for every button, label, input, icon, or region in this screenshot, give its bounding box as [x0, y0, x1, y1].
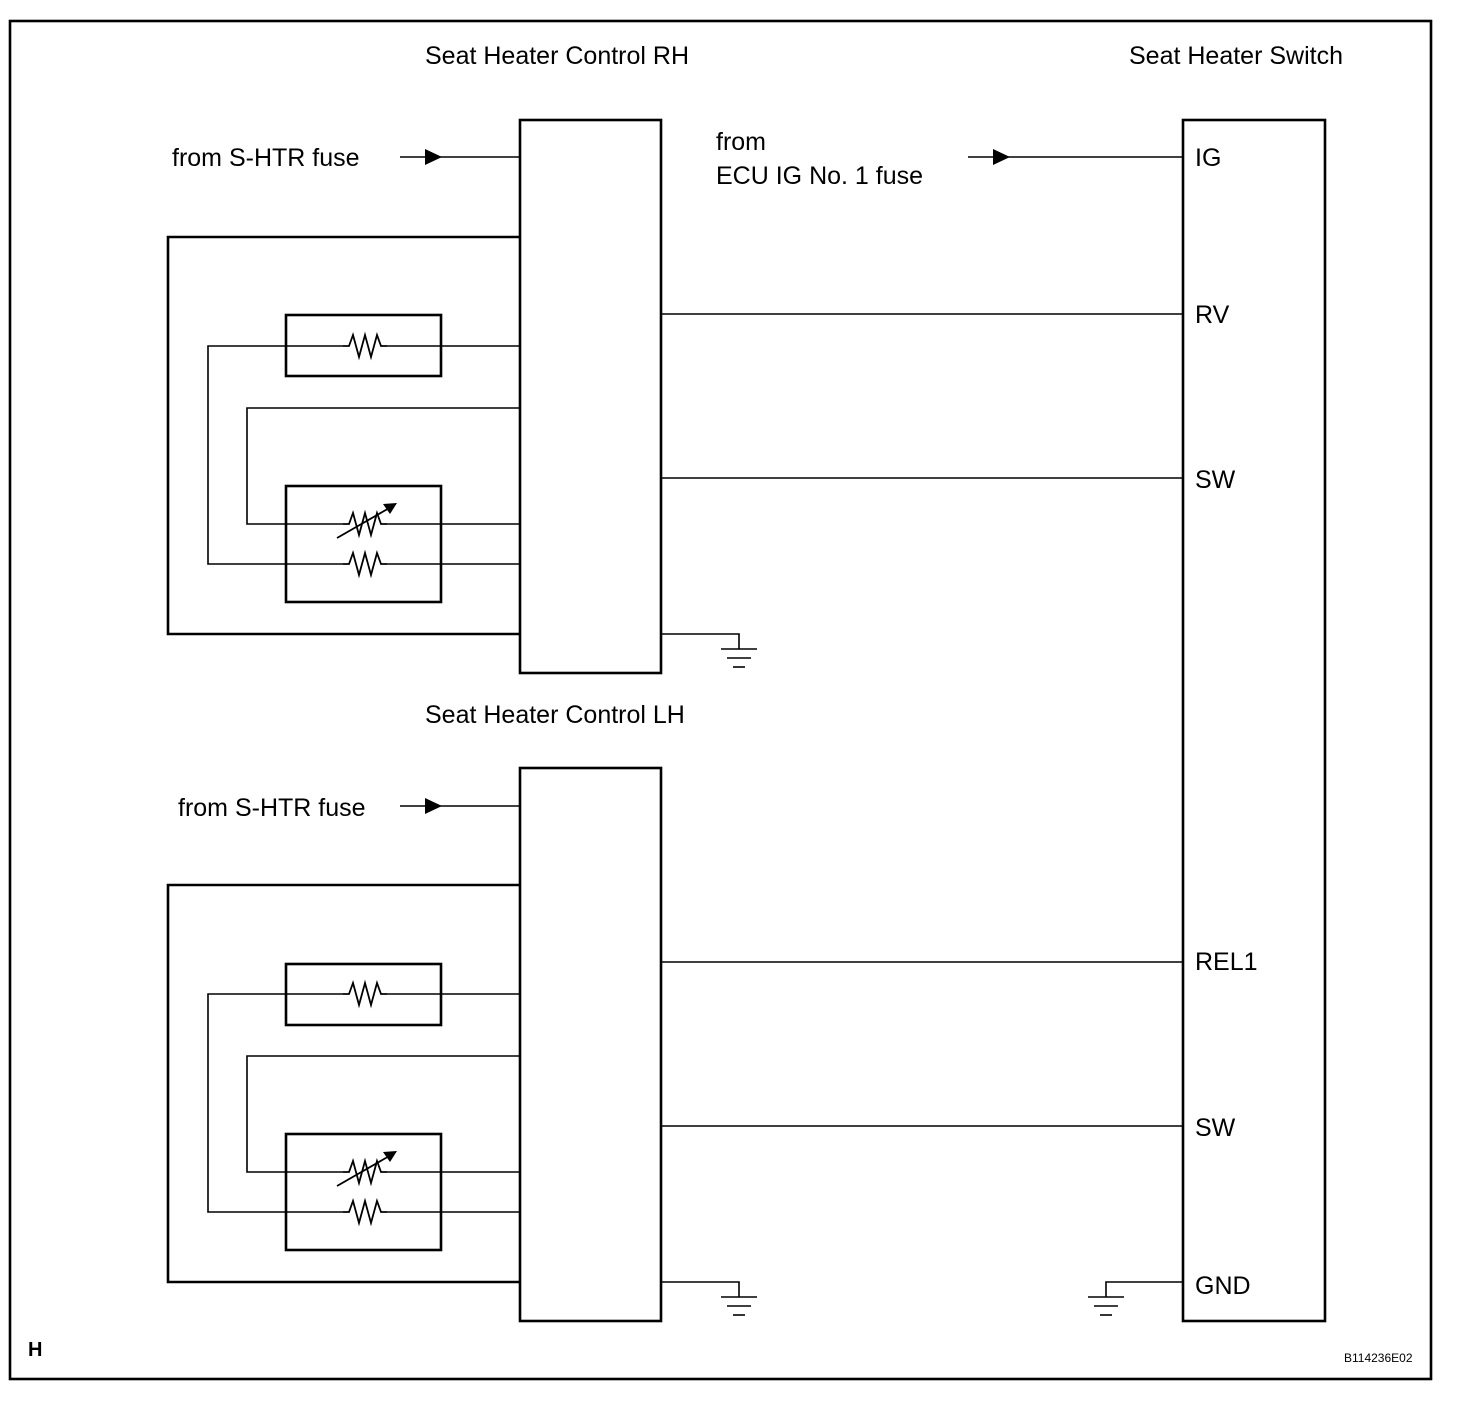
shtr-feed-rh-arrow-icon [425, 149, 442, 165]
ground-lh-icon [720, 1296, 758, 1316]
title-rh: Seat Heater Control RH [425, 42, 689, 70]
from-ecu-label-line2: ECU IG No. 1 fuse [716, 162, 923, 190]
heater-enclosure-rh [166, 235, 520, 636]
sensor-element-rh-box [284, 484, 443, 604]
sensor-element-lh-box [284, 1132, 443, 1252]
from-ecu-label-line1: from [716, 128, 766, 156]
pin-rv: RV [1195, 301, 1230, 329]
pin-rel1: REL1 [1195, 948, 1258, 976]
title-lh: Seat Heater Control LH [425, 701, 685, 729]
heater-enclosure-lh [166, 883, 520, 1284]
ig-feed-arrow-icon [993, 149, 1010, 165]
seat-heater-switch-box [1181, 118, 1327, 1323]
ground-rh-icon [720, 648, 758, 668]
control-lh-box [518, 766, 663, 1323]
from-shtr-fuse-rh-label: from S-HTR fuse [172, 144, 360, 172]
from-shtr-fuse-lh-label: from S-HTR fuse [178, 794, 366, 822]
sensor-resistor-rh-icon [342, 552, 388, 576]
pin-sw-1: SW [1195, 466, 1236, 494]
title-switch: Seat Heater Switch [1129, 42, 1343, 70]
corner-letter: H [28, 1339, 42, 1361]
sensor-resistor-lh-icon [342, 1200, 388, 1224]
diagram-frame [8, 19, 1433, 1381]
seat-heater-control-rh [518, 118, 663, 675]
shtr-feed-lh-arrow-icon [425, 798, 442, 814]
thermistor-lh-icon [336, 1150, 398, 1187]
pin-gnd: GND [1195, 1272, 1251, 1300]
figure-id: B114236E02 [1344, 1351, 1413, 1365]
control-rh-box [518, 118, 663, 675]
pin-ig: IG [1195, 144, 1221, 172]
heater-resistor-lh-icon [342, 982, 388, 1006]
thermistor-rh-icon [336, 502, 398, 539]
heater-resistor-rh-icon [342, 334, 388, 358]
ground-switch-icon [1087, 1296, 1125, 1316]
pin-sw-2: SW [1195, 1114, 1236, 1142]
